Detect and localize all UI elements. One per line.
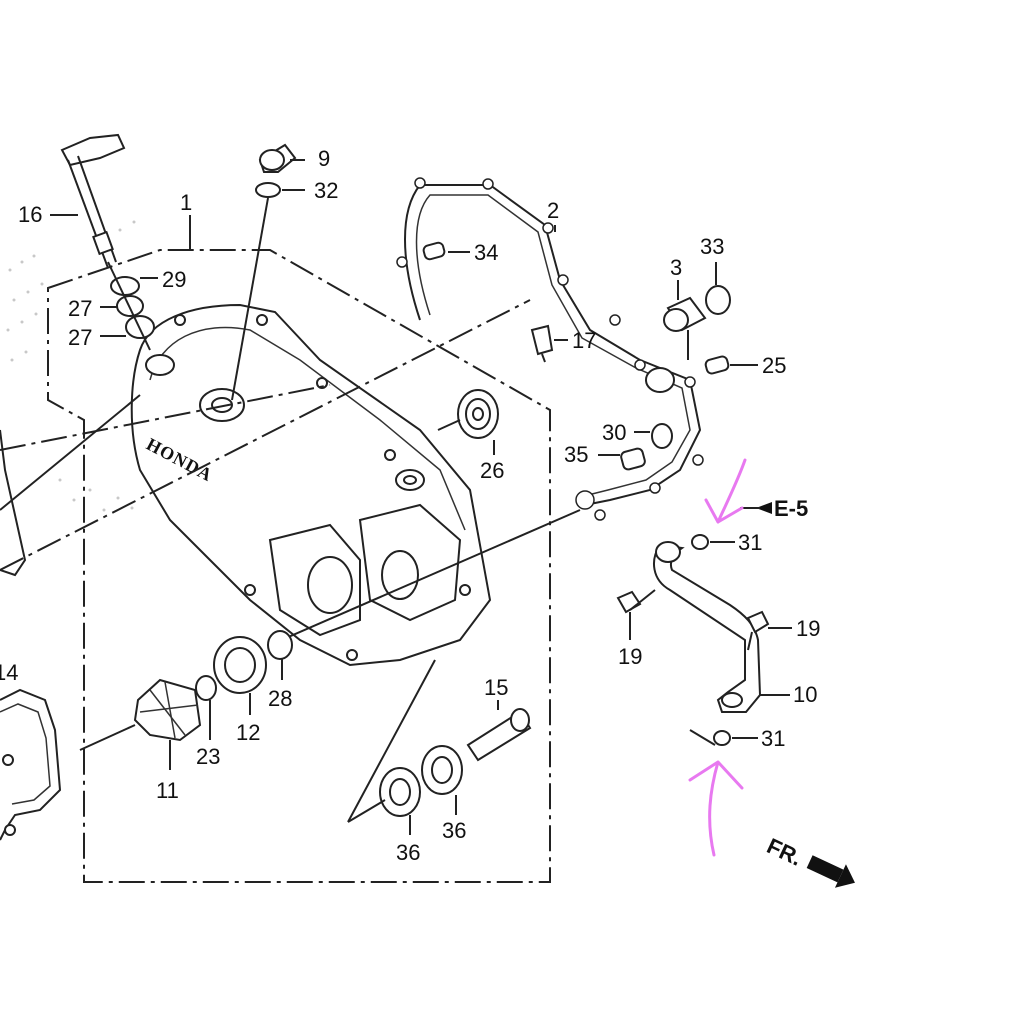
part-23-washer [195,675,217,701]
callout-16: 16 [18,202,42,227]
part-12-seal [213,636,267,694]
callout-28: 28 [268,686,292,711]
part-17-spring [530,324,554,363]
callout-10: 10 [793,682,817,707]
callout-12: 12 [236,720,260,745]
callout-15: 15 [484,675,508,700]
part-26-bearing [457,389,499,439]
callout-2: 2 [547,198,559,223]
part-10-pipe [653,541,762,713]
callout-17: 17 [572,328,596,353]
callout-9: 9 [318,146,330,171]
callout-31b: 31 [761,726,785,751]
ref-arrow-e5 [740,502,772,514]
part-28-ring [267,630,293,660]
part-34-dowel [422,241,446,261]
callout-36b: 36 [442,818,466,843]
part-31b-washer [713,730,731,746]
part-31a-washer [691,534,709,550]
callout-27a: 27 [68,296,92,321]
callout-1: 1 [180,190,192,215]
part-16-rod [60,133,126,269]
part-19a-bolt [616,589,656,614]
callout-27b: 27 [68,325,92,350]
cover-assembly-boundary [47,249,551,883]
ref-label-e5: E-5 [774,496,808,521]
callout-26: 26 [480,458,504,483]
part-33-ring [705,285,731,315]
part-35-dowel [620,447,646,471]
callout-35: 35 [564,442,588,467]
gasket [404,184,702,506]
callout-32: 32 [314,178,338,203]
callout-labels: 1 2 3 9 10 11 12 14 15 16 17 19 19 23 25… [0,146,820,871]
callout-31a: 31 [738,530,762,555]
part-9-cap [258,143,297,173]
front-label: FR. [763,833,806,871]
gasket-holes [396,177,704,521]
part-left-bracket [0,429,27,577]
construction-lines [0,299,581,646]
part-36-bearing-a [379,767,421,817]
leader-lines [50,159,792,835]
callout-34: 34 [474,240,498,265]
part-36-bearing-b [421,745,463,795]
callout-33: 33 [700,234,724,259]
part-3-collar [663,296,707,332]
part-32-oring [255,182,281,198]
background-dot-pattern [6,220,136,512]
highlight-arrow-top [704,458,747,524]
part-25-dowel [704,355,730,375]
part-15-shaft [466,708,532,762]
crankcase-cover: HONDA [130,303,492,667]
front-arrow [806,855,855,888]
callout-30: 30 [602,420,626,445]
seals-27-29 [107,261,155,351]
part-11-impeller [133,678,202,742]
part-19b-bolt [746,610,770,651]
callout-19b: 19 [796,616,820,641]
callout-23: 23 [196,744,220,769]
callout-11: 11 [156,778,179,803]
callout-36a: 36 [396,840,420,865]
callout-29: 29 [162,267,186,292]
part-30-ring [651,423,673,449]
highlight-arrow-bottom [688,760,744,857]
callout-19a: 19 [618,644,642,669]
callout-3: 3 [670,255,682,280]
callout-14: 14 [0,660,18,685]
callout-25: 25 [762,353,786,378]
gasket-ring [645,367,675,393]
